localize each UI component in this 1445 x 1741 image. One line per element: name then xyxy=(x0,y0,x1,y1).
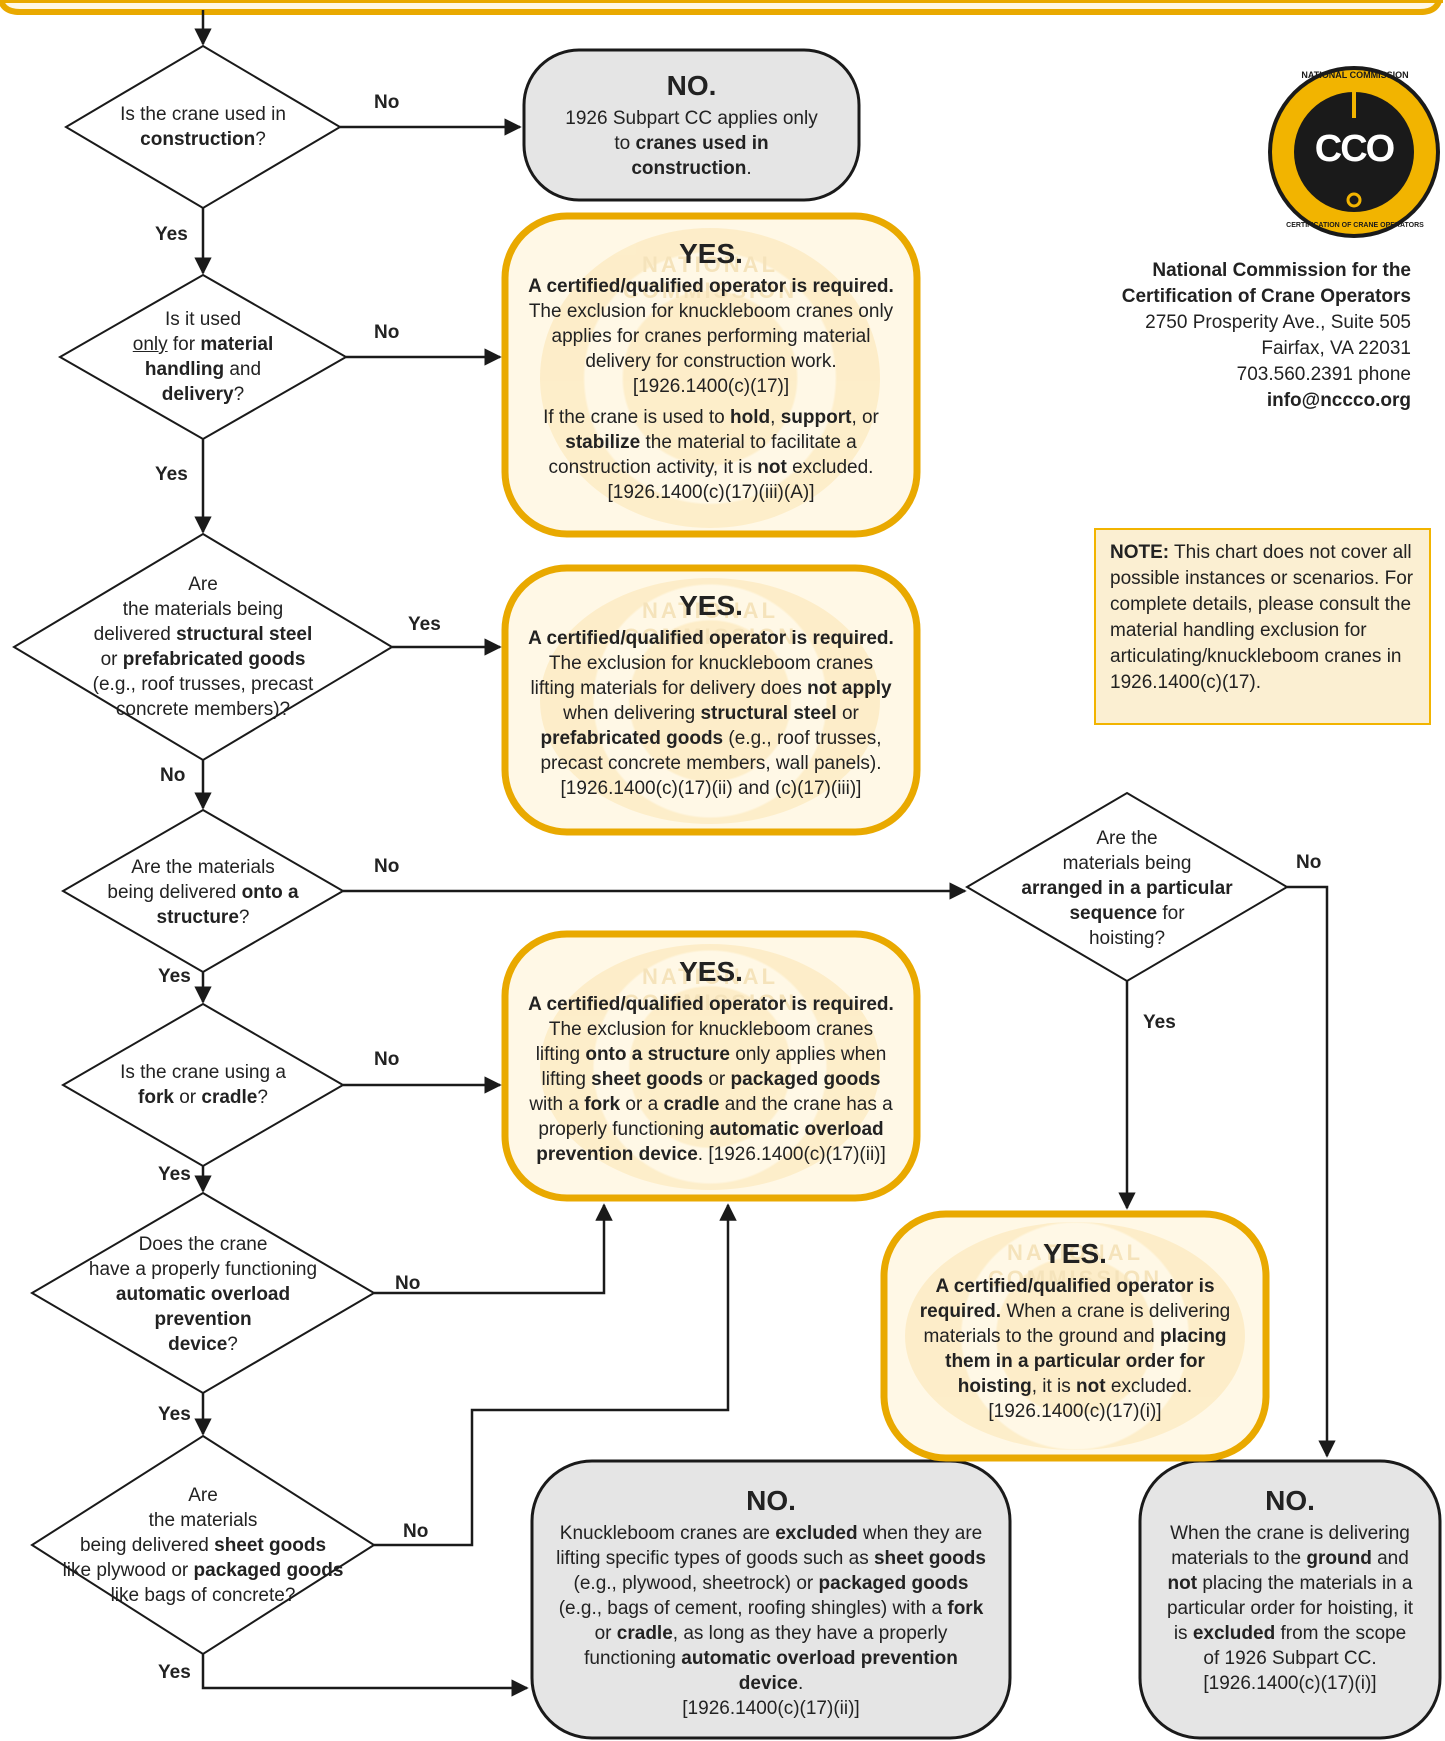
logo-ring-top-text: NATIONAL COMMISSION xyxy=(1301,70,1409,80)
note-label: NOTE: xyxy=(1110,542,1170,563)
outcome-no-sheet-goods: NO. Knuckleboom cranes are excluded when… xyxy=(538,1473,1004,1733)
outcome-yes-sequence: YES. A certified/qualified operator is r… xyxy=(892,1226,1258,1436)
outcome-heading: YES. xyxy=(679,956,743,987)
outcome-heading: NO. xyxy=(666,70,717,101)
edge-label-yes: Yes xyxy=(158,1404,191,1425)
edge-label-yes: Yes xyxy=(158,966,191,987)
outcome-box-no-construction xyxy=(522,48,861,202)
logo-ring-bottom-text: CERTIFICATION OF CRANE OPERATORS xyxy=(1286,222,1424,229)
connector xyxy=(374,1203,737,1547)
connector xyxy=(374,1203,613,1295)
connector xyxy=(1287,885,1336,1458)
outcome-heading: YES. xyxy=(679,590,743,621)
edge-label-no: No xyxy=(1296,852,1322,873)
edge-label-no: No xyxy=(374,856,400,877)
edge-label-no: No xyxy=(374,92,400,113)
edge-label-yes: Yes xyxy=(1143,1012,1176,1033)
edge-label-yes: Yes xyxy=(158,1164,191,1185)
organization-info: National Commission for the Certificatio… xyxy=(1122,258,1411,414)
outcome-box-no-ground xyxy=(1138,1459,1442,1740)
edge-label-yes: Yes xyxy=(408,614,441,635)
org-phone: 703.560.2391 phone xyxy=(1236,364,1411,385)
edge-label-no: No xyxy=(374,1049,400,1070)
edge-label-no: No xyxy=(403,1521,429,1542)
org-email[interactable]: info@nccco.org xyxy=(1266,390,1411,411)
outcome-no-construction: NO. 1926 Subpart CC applies only to cran… xyxy=(540,58,843,193)
note-box: NOTE: This chart does not cover all poss… xyxy=(1094,528,1431,725)
outcome-yes-handling: YES. A certified/qualified operator is r… xyxy=(528,238,894,503)
edge-label-yes: Yes xyxy=(155,464,188,485)
outcome-no-ground: NO. When the crane is delivering materia… xyxy=(1148,1473,1432,1708)
outcome-heading: NO. xyxy=(746,1485,796,1516)
outcome-box-yes-sequence xyxy=(880,1210,1270,1462)
note-text: This chart does not cover all possible i… xyxy=(1110,542,1414,693)
outcome-box-no-sheet-goods xyxy=(530,1459,1012,1740)
edge-label-yes: Yes xyxy=(155,224,188,245)
edge-label-no: No xyxy=(395,1273,421,1294)
outcome-heading: NO. xyxy=(1265,1485,1315,1516)
outcome-yes-onto-structure: YES. A certified/qualified operator is r… xyxy=(528,956,894,1165)
top-banner xyxy=(0,0,1443,15)
outcome-box-yes-handling xyxy=(501,212,921,538)
org-address-line2: Fairfax, VA 22031 xyxy=(1261,338,1411,359)
logo-mark-text: CCO xyxy=(1314,128,1395,170)
connector xyxy=(201,1654,529,1697)
outcome-heading: YES. xyxy=(1043,1238,1107,1269)
outcome-yes-steel: YES. A certified/qualified operator is r… xyxy=(528,590,894,799)
edge-label-no: No xyxy=(374,322,400,343)
edge-label-yes: Yes xyxy=(158,1662,191,1683)
outcome-box-yes-onto-structure xyxy=(501,930,921,1202)
edge-label-no: No xyxy=(160,765,186,786)
nccco-logo xyxy=(1268,66,1440,238)
outcome-heading: YES. xyxy=(679,238,743,269)
outcome-box-yes-steel xyxy=(501,564,921,836)
org-name-line1: National Commission for the xyxy=(1152,260,1411,281)
org-name-line2: Certification of Crane Operators xyxy=(1121,286,1411,307)
org-address-line1: 2750 Prosperity Ave., Suite 505 xyxy=(1145,312,1411,333)
